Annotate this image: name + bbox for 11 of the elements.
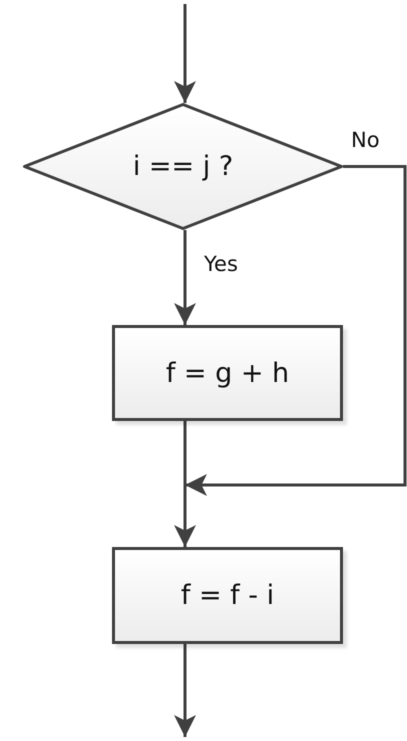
- arrow: [174, 421, 196, 547]
- node-text: i == j ?: [132, 151, 234, 182]
- process-box: [112, 325, 343, 421]
- arrow: [174, 4, 196, 103]
- decision-diamond: [23, 103, 343, 230]
- arrow: [174, 644, 196, 737]
- node-text: f = f - i: [180, 580, 274, 611]
- arrow: [185, 165, 406, 496]
- arrow: [174, 230, 196, 325]
- process-box: [112, 547, 343, 644]
- node-text: f = g + h: [166, 358, 290, 388]
